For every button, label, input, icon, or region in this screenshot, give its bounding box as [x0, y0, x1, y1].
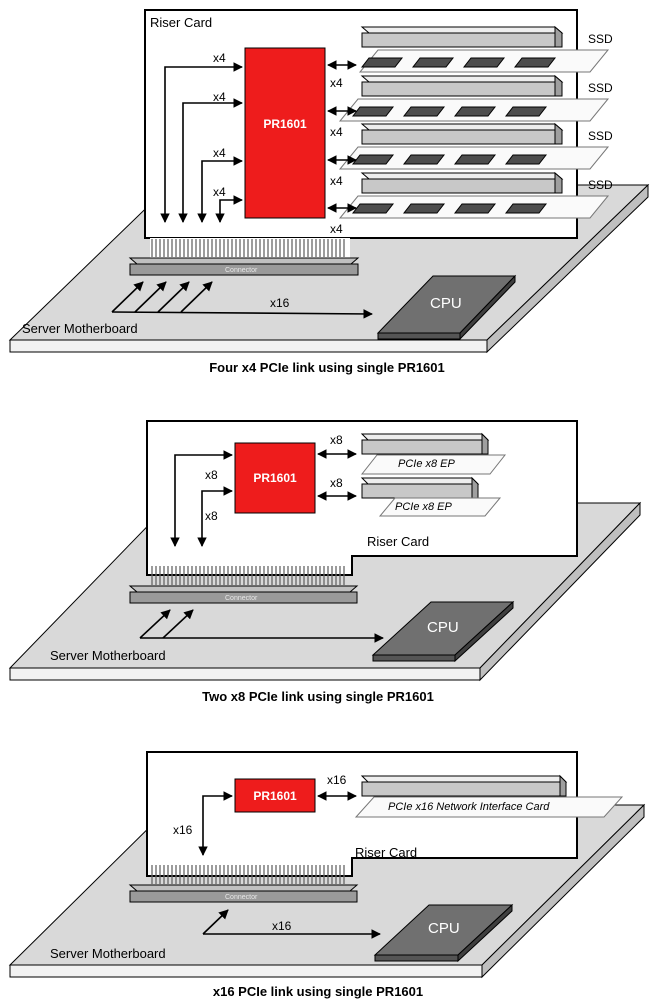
lane-arrows: [139, 609, 384, 643]
cpu: CPU: [371, 600, 515, 663]
nic-card: [354, 796, 624, 818]
ssd-slot: [360, 122, 564, 145]
pr1601-chip: [234, 778, 316, 813]
cpu-label: CPU: [430, 295, 462, 312]
cpu-label: CPU: [428, 920, 460, 937]
ssd-label: SSD: [588, 129, 613, 143]
panel-two-x8: Riser Card PCIe x8 EP PCIe x8 EP PR1601 …: [8, 420, 642, 704]
ssd-slot: [360, 171, 564, 194]
lane-arrows: [202, 909, 381, 939]
gold-fingers: [151, 865, 345, 884]
ssd-card: [338, 195, 610, 219]
ssd-card: [338, 146, 610, 170]
panel-four-x4: Riser Card: [8, 9, 650, 375]
right-links: [317, 449, 357, 501]
ep-card-label: PCIe x8 EP: [398, 458, 456, 470]
ssd-label: SSD: [588, 178, 613, 192]
link-width-label: x4: [330, 125, 343, 139]
pr1601-chip-label: PR1601: [253, 789, 297, 803]
ep-card: [360, 454, 507, 475]
riser-card-label: Riser Card: [367, 534, 429, 549]
motherboard-edge-side: [481, 803, 645, 979]
uplink-width-label: x16: [272, 919, 292, 933]
link-width-label: x4: [330, 222, 343, 236]
pr1601-chip: [244, 47, 326, 219]
cpu-label: CPU: [427, 619, 459, 636]
motherboard-label: Server Motherboard: [22, 321, 138, 336]
panel-x16: Riser Card PCIe x16 Network Interface Ca…: [8, 751, 646, 999]
panel-caption: Two x8 PCIe link using single PR1601: [202, 689, 434, 704]
lane-arrows: [111, 281, 373, 319]
ep-slot: [360, 476, 480, 499]
ssd-slots: [360, 25, 564, 194]
motherboard-edge-front: [9, 339, 488, 353]
left-links: [170, 450, 233, 547]
motherboard-label: Server Motherboard: [50, 946, 166, 961]
ep-card-label: PCIe x8 EP: [395, 501, 453, 513]
ssd-label: SSD: [588, 81, 613, 95]
left-links: [160, 62, 243, 223]
ssd-slot: [360, 25, 564, 48]
link-width-label: x16: [173, 823, 193, 837]
connector-top: [128, 884, 359, 892]
pr1601-chip-label: PR1601: [263, 117, 307, 131]
link-width-label: x4: [213, 51, 226, 65]
cpu: CPU: [376, 274, 517, 341]
link-width-label: x16: [327, 773, 347, 787]
link-width-label: x8: [330, 476, 343, 490]
left-links: [198, 791, 233, 856]
connector-label: Connector: [225, 595, 258, 602]
link-width-label: x8: [205, 468, 218, 482]
riser-card-label: Riser Card: [355, 845, 417, 860]
connector-label: Connector: [225, 894, 258, 901]
link-width-label: x4: [213, 146, 226, 160]
connector: [129, 890, 358, 903]
nic-slot: [360, 774, 568, 797]
link-width-label: x4: [330, 174, 343, 188]
link-width-label: x4: [330, 76, 343, 90]
connector-top: [128, 585, 359, 593]
connector: [129, 263, 359, 276]
riser-card-label: Riser Card: [150, 15, 212, 30]
connector-label: Connector: [225, 267, 258, 274]
panel-caption: Four x4 PCIe link using single PR1601: [209, 360, 445, 375]
link-width-label: x4: [213, 90, 226, 104]
connector: [129, 591, 358, 604]
link-width-label: x8: [205, 509, 218, 523]
pr1601-chip: [234, 442, 316, 514]
motherboard-edge-side: [486, 183, 649, 354]
motherboard-edge-front: [9, 667, 481, 681]
motherboard-edge-side: [479, 501, 641, 682]
ssd-cards: [338, 49, 610, 219]
panel-caption: x16 PCIe link using single PR1601: [213, 984, 423, 999]
gold-fingers: [151, 566, 345, 585]
motherboard-label: Server Motherboard: [50, 648, 166, 663]
pr1601-chip-label: PR1601: [253, 471, 297, 485]
right-links: [327, 60, 357, 213]
ssd-slot: [360, 74, 564, 97]
link-width-label: x8: [330, 433, 343, 447]
ssd-card: [338, 98, 610, 122]
motherboard-edge-front: [9, 964, 483, 978]
ep-slot: [360, 432, 490, 455]
uplink-width-label: x16: [270, 296, 290, 310]
cpu: CPU: [373, 903, 514, 963]
nic-card-label: PCIe x16 Network Interface Card: [388, 801, 550, 813]
connector-top: [128, 257, 360, 265]
ssd-card: [358, 49, 610, 73]
ssd-label: SSD: [588, 32, 613, 46]
link-width-label: x4: [213, 185, 226, 199]
ep-card: [378, 497, 502, 517]
gold-fingers: [150, 238, 350, 258]
